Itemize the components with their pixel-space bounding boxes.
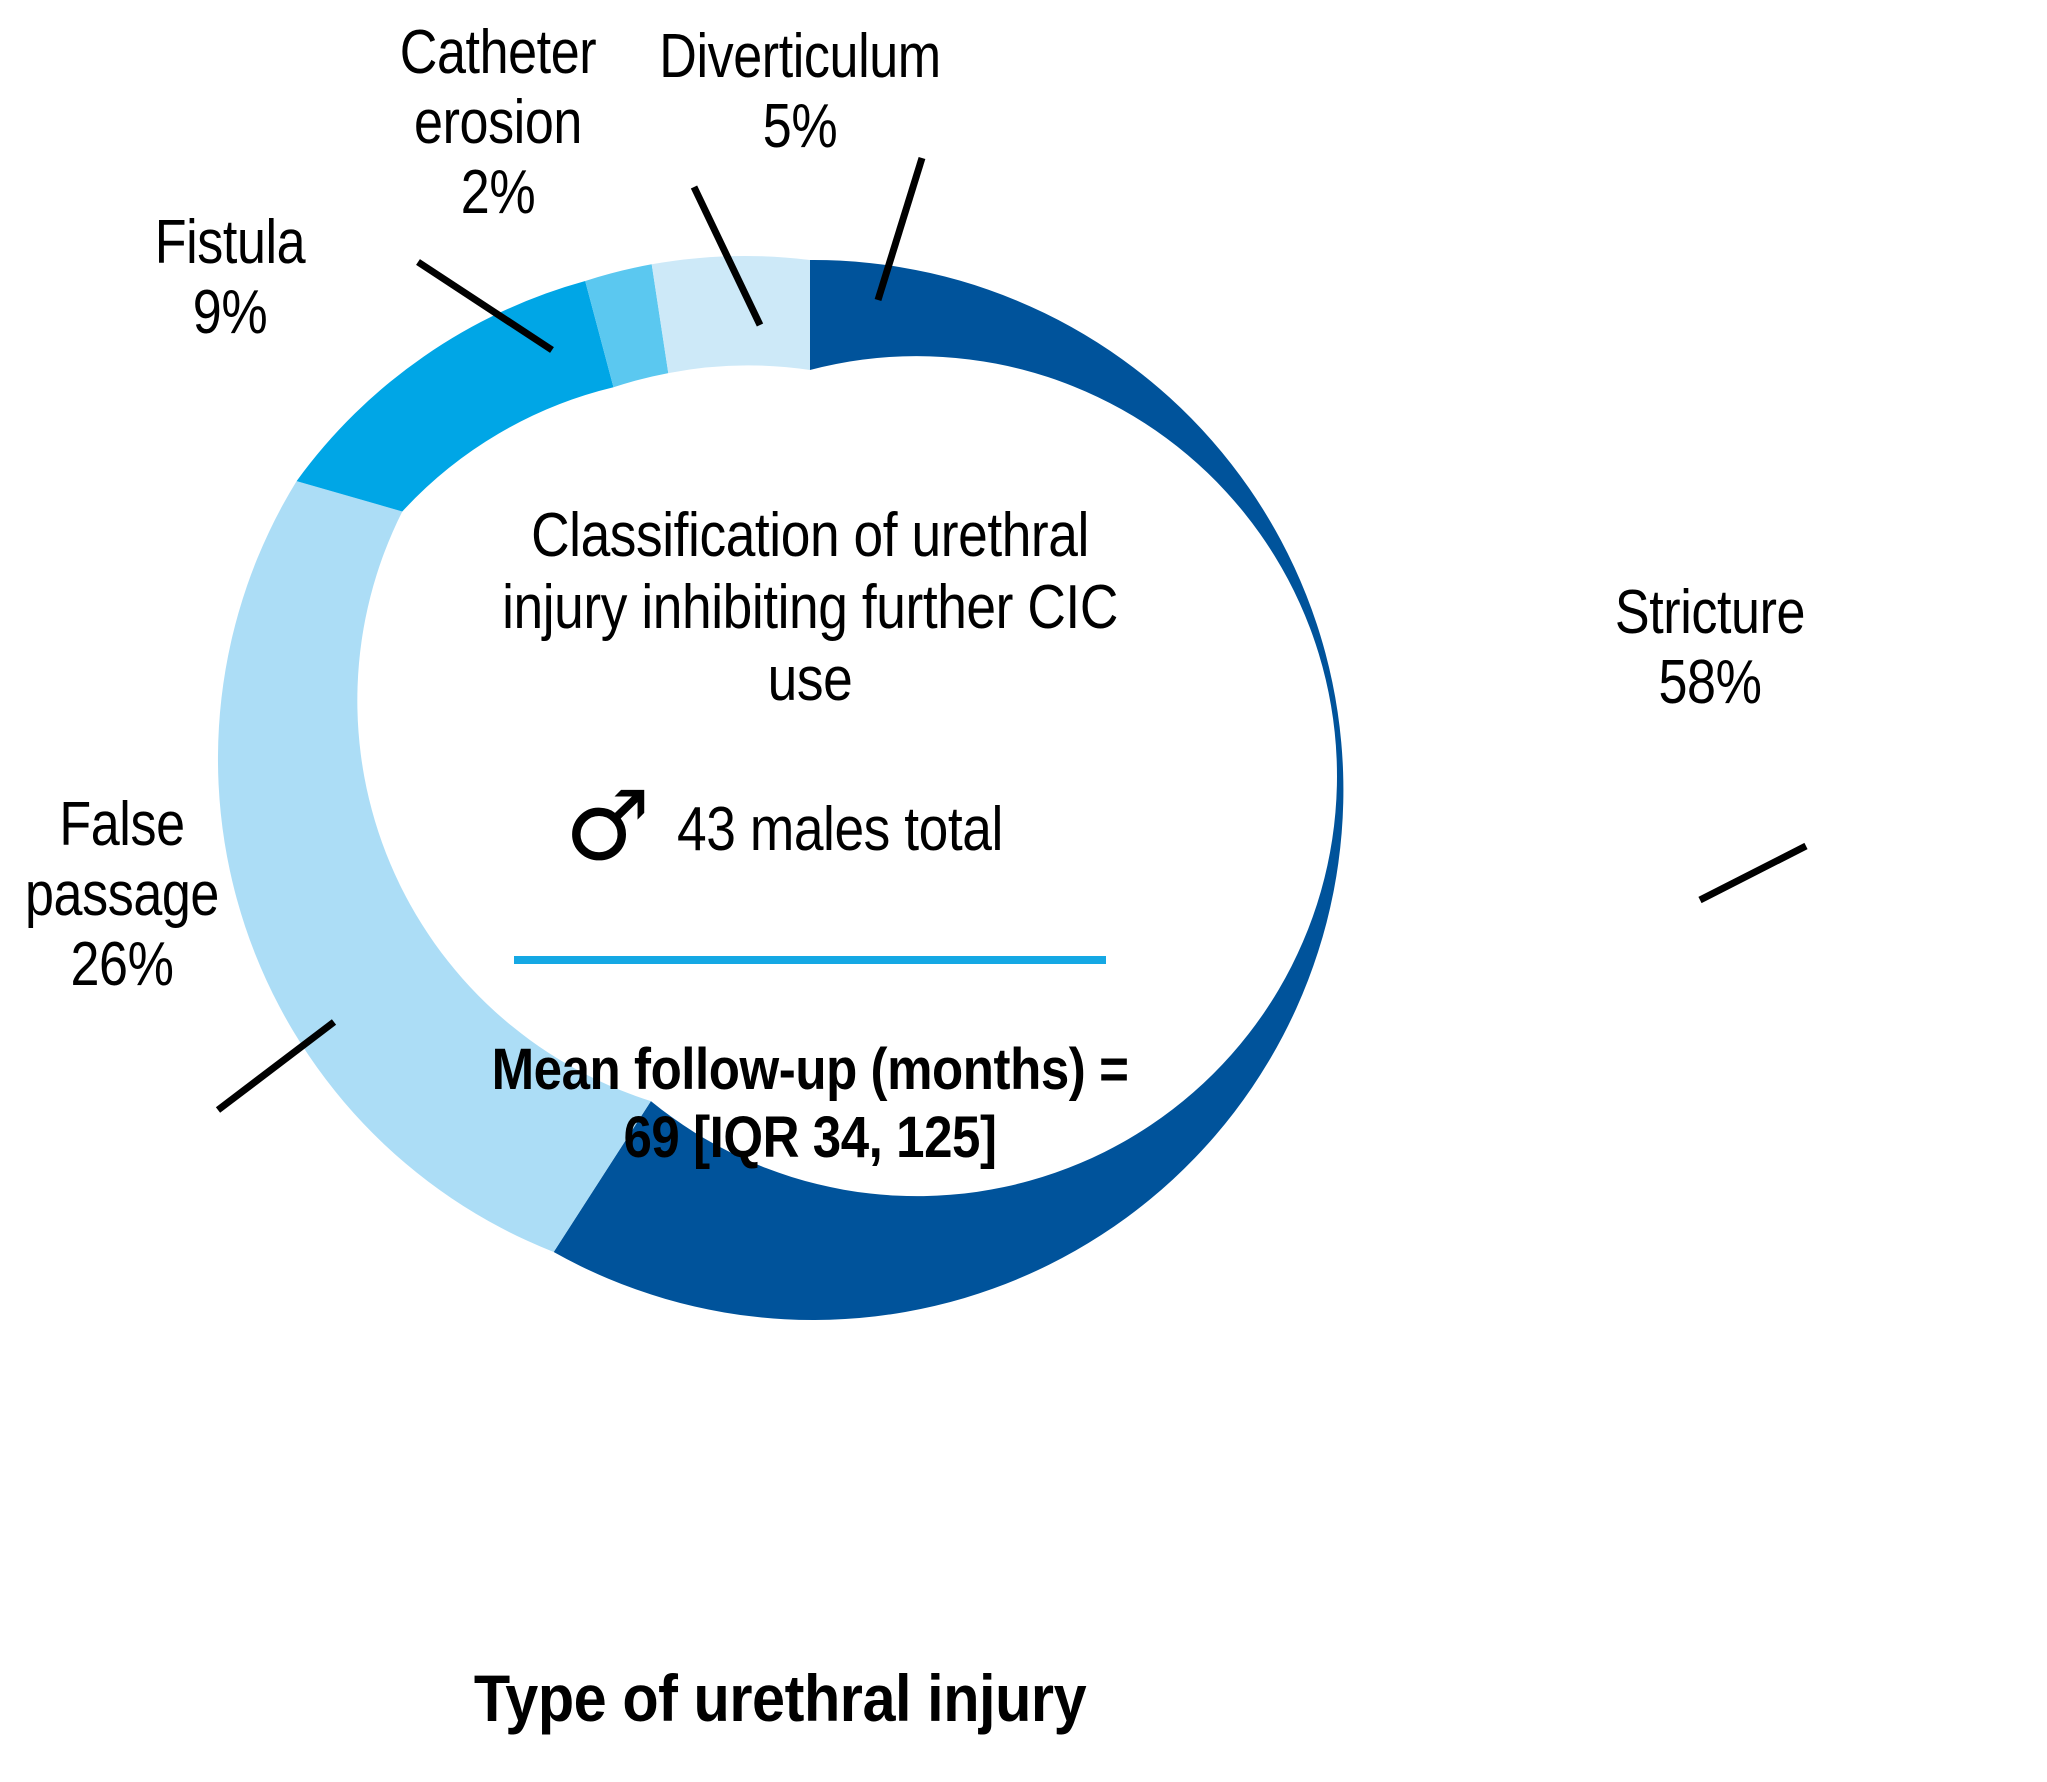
center-divider bbox=[514, 955, 1106, 964]
donut-slice-false-passage bbox=[217, 481, 651, 1253]
center-title: Classification of urethral injury inhibi… bbox=[502, 501, 1118, 714]
donut-slice-stricture bbox=[553, 259, 1344, 1320]
donut-center-content: Classification of urethral injury inhibi… bbox=[400, 500, 1220, 1173]
leader-line-false-passage bbox=[215, 1019, 337, 1113]
center-followup-stat: Mean follow-up (months) = 69 [IQR 34, 12… bbox=[491, 1036, 1129, 1171]
slice-label-catheter-erosion: Catheter erosion 2% bbox=[399, 18, 597, 228]
slice-label-fistula: Fistula 9% bbox=[154, 208, 306, 348]
slice-label-false-passage: False passage 26% bbox=[25, 790, 219, 1000]
chart-caption: Type of urethral injury bbox=[473, 1661, 1087, 1735]
leader-line-fistula bbox=[416, 259, 554, 353]
leader-line-diverticulum bbox=[874, 156, 926, 302]
leader-line-stricture bbox=[1698, 842, 1808, 904]
leader-lines bbox=[215, 156, 1808, 1113]
center-count-row: ♂ 43 males total bbox=[400, 778, 1220, 878]
slice-label-diverticulum: Diverticulum 5% bbox=[659, 22, 941, 162]
donut-slice-catheter-erosion bbox=[585, 264, 669, 388]
slice-label-stricture: Stricture 58% bbox=[1614, 578, 1806, 718]
donut-slice-diverticulum bbox=[651, 256, 810, 374]
leader-line-catheter-erosion bbox=[690, 185, 764, 327]
male-symbol-icon: ♂ bbox=[564, 769, 651, 882]
center-count-text: 43 males total bbox=[676, 795, 1003, 865]
